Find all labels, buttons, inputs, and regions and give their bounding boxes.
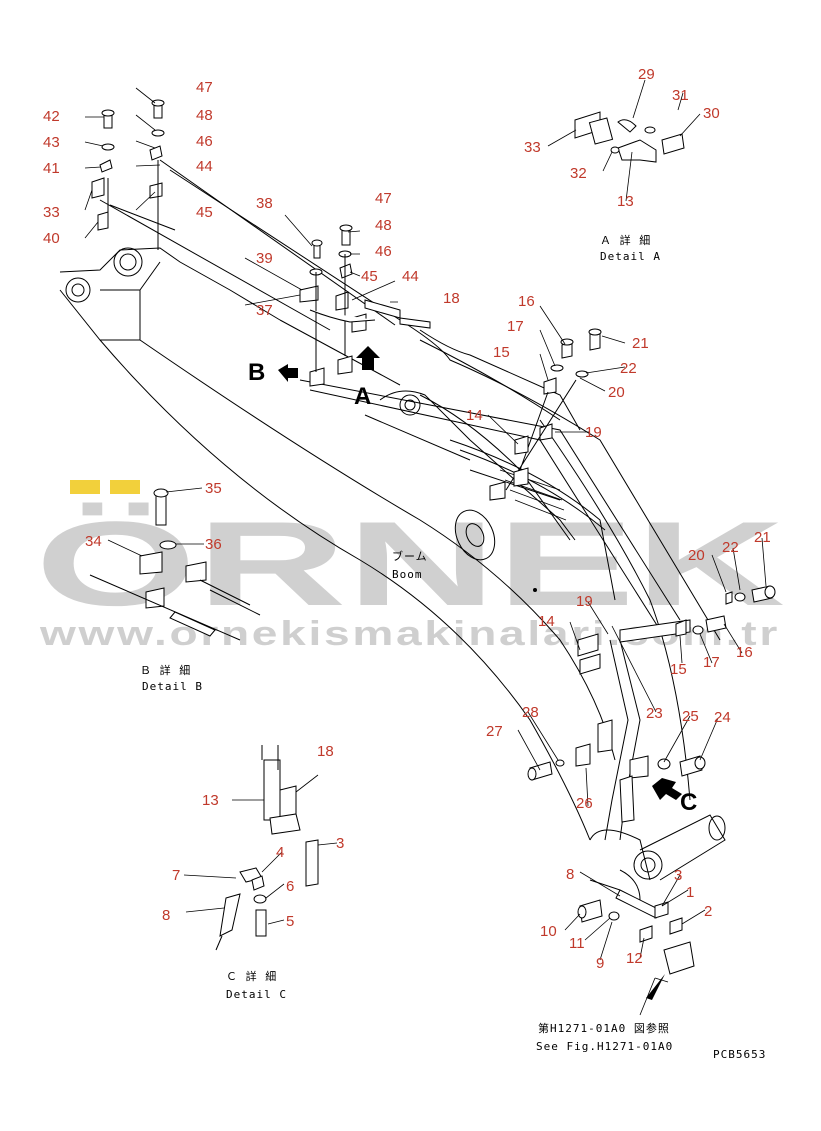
callout-number: 45 bbox=[361, 268, 378, 285]
see-fig-arrow bbox=[639, 977, 669, 1016]
callout-number: 17 bbox=[507, 318, 524, 335]
callout-number: 38 bbox=[256, 195, 273, 212]
view-arrows bbox=[278, 346, 682, 1016]
callout-number: 46 bbox=[375, 243, 392, 260]
callout-number: 35 bbox=[205, 480, 222, 497]
watermark-dot bbox=[70, 480, 100, 494]
callout-number: 41 bbox=[43, 160, 60, 177]
callout-number: 20 bbox=[608, 384, 625, 401]
detail-c-en: Detail C bbox=[226, 988, 287, 1001]
callout-number: 6 bbox=[286, 878, 294, 895]
callout-number: 22 bbox=[722, 539, 739, 556]
callout-number: 29 bbox=[638, 66, 655, 83]
callout-number: 14 bbox=[538, 613, 555, 630]
callout-number: 21 bbox=[632, 335, 649, 352]
callout-number: 10 bbox=[540, 923, 557, 940]
callout-number: 48 bbox=[196, 107, 213, 124]
boom-label-jp: ブーム bbox=[392, 549, 428, 563]
callout-number: 13 bbox=[617, 193, 634, 210]
clamp-parts bbox=[89, 99, 776, 975]
callout-number: 32 bbox=[570, 165, 587, 182]
callout-number: 15 bbox=[670, 661, 687, 678]
callout-number: 8 bbox=[566, 866, 574, 883]
callout-number: 47 bbox=[196, 79, 213, 96]
detail-a-en: Detail A bbox=[600, 250, 661, 263]
callout-number: 16 bbox=[518, 293, 535, 310]
callout-number: 17 bbox=[703, 654, 720, 671]
callout-number: 9 bbox=[596, 955, 604, 972]
callout-number: 4 bbox=[276, 844, 284, 861]
callout-number: 7 bbox=[172, 867, 180, 884]
see-fig-en: See Fig.H1271-01A0 bbox=[536, 1040, 673, 1053]
callout-number: 23 bbox=[646, 705, 663, 722]
callout-numbers: 47 48 46 44 45 42 43 41 33 40 38 47 48 4… bbox=[43, 66, 771, 972]
callout-number: 1 bbox=[686, 884, 694, 901]
arrow-a-icon bbox=[356, 346, 380, 370]
view-c-letter: C bbox=[680, 789, 697, 816]
callout-number: 2 bbox=[704, 903, 712, 920]
callout-number: 8 bbox=[162, 907, 170, 924]
hose-lines bbox=[99, 159, 721, 841]
callout-number: 37 bbox=[256, 302, 273, 319]
callout-number: 45 bbox=[196, 204, 213, 221]
callout-number: 27 bbox=[486, 723, 503, 740]
see-fig-jp: 第H1271-01A0 図参照 bbox=[538, 1021, 670, 1035]
callout-number: 14 bbox=[466, 407, 483, 424]
view-b-letter: B bbox=[248, 359, 265, 386]
callout-number: 39 bbox=[256, 250, 273, 267]
callout-number: 36 bbox=[205, 536, 222, 553]
callout-number: 44 bbox=[196, 158, 213, 175]
callout-number: 22 bbox=[620, 360, 637, 377]
detail-b-en: Detail B bbox=[142, 680, 203, 693]
callout-number: 13 bbox=[202, 792, 219, 809]
callout-number: 48 bbox=[375, 217, 392, 234]
view-labels: B A C Ａ 詳 細 Detail A Ｂ 詳 細 Detail B Ｃ 詳 … bbox=[140, 233, 766, 1061]
callout-number: 18 bbox=[317, 743, 334, 760]
callout-number: 33 bbox=[524, 139, 541, 156]
callout-number: 30 bbox=[703, 105, 720, 122]
callout-number: 3 bbox=[336, 835, 344, 852]
callout-number: 20 bbox=[688, 547, 705, 564]
callout-number: 28 bbox=[522, 704, 539, 721]
arrow-c-icon bbox=[652, 778, 682, 800]
callout-number: 11 bbox=[569, 935, 585, 952]
callout-number: 15 bbox=[493, 344, 510, 361]
callout-number: 44 bbox=[402, 268, 419, 285]
detail-b-jp: Ｂ 詳 細 bbox=[140, 663, 191, 677]
view-a-letter: A bbox=[354, 383, 371, 410]
callout-number: 3 bbox=[674, 867, 682, 884]
callout-number: 33 bbox=[43, 204, 60, 221]
callout-number: 40 bbox=[43, 230, 60, 247]
callout-number: 42 bbox=[43, 108, 60, 125]
leader-lines bbox=[84, 79, 767, 961]
callout-number: 46 bbox=[196, 133, 213, 150]
drawing-number: PCB5653 bbox=[713, 1048, 766, 1061]
detail-a-jp: Ａ 詳 細 bbox=[600, 233, 651, 247]
callout-number: 12 bbox=[626, 950, 643, 967]
arrow-b-icon bbox=[278, 364, 298, 382]
detail-c-jp: Ｃ 詳 細 bbox=[226, 969, 277, 983]
callout-number: 26 bbox=[576, 795, 593, 812]
callout-number: 21 bbox=[754, 529, 771, 546]
callout-number: 43 bbox=[43, 134, 60, 151]
watermark-dot bbox=[110, 480, 140, 494]
callout-number: 24 bbox=[714, 709, 731, 726]
boom-label-en: Boom bbox=[392, 568, 423, 581]
callout-number: 47 bbox=[375, 190, 392, 207]
callout-number: 5 bbox=[286, 913, 294, 930]
callout-number: 31 bbox=[672, 87, 689, 104]
callout-number: 16 bbox=[736, 644, 753, 661]
callout-number: 25 bbox=[682, 708, 699, 725]
callout-number: 18 bbox=[443, 290, 460, 307]
callout-number: 34 bbox=[85, 533, 102, 550]
callout-number: 19 bbox=[585, 424, 602, 441]
callout-number: 19 bbox=[576, 593, 593, 610]
